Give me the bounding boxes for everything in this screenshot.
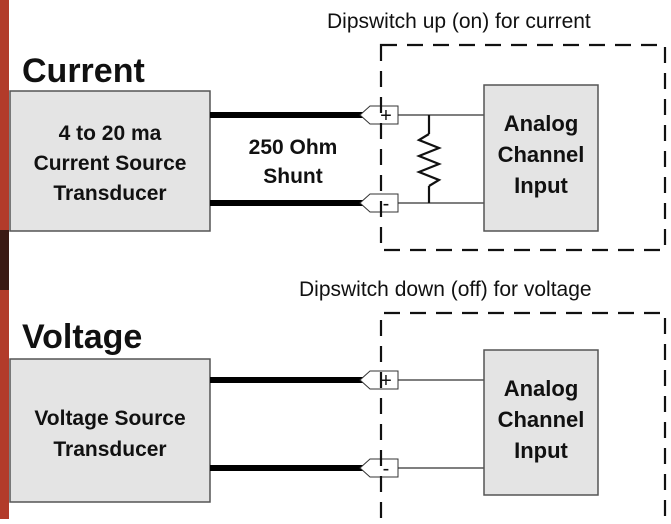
voltage-channel-line-1: Analog	[504, 376, 579, 401]
voltage-source-box	[9, 358, 211, 503]
current-minus-terminal: -	[359, 193, 399, 215]
voltage-dipswitch-note: Dipswitch down (off) for voltage	[299, 278, 592, 301]
svg-text:-: -	[383, 193, 390, 215]
current-dipswitch-note: Dipswitch up (on) for current	[327, 10, 591, 33]
current-source-line-3: Transducer	[53, 182, 166, 205]
current-channel-box	[483, 84, 599, 232]
svg-text:+: +	[380, 105, 392, 127]
current-plus-terminal: +	[359, 105, 399, 127]
voltage-source-line-1: Voltage Source	[34, 407, 185, 430]
voltage-source-line-2: Transducer	[53, 438, 166, 461]
voltage-plus-terminal: +	[359, 370, 399, 392]
voltage-channel-box	[483, 349, 599, 496]
voltage-channel-line-3: Input	[514, 438, 568, 463]
shunt-resistor	[416, 115, 442, 203]
current-dipswitch-enclosure	[379, 43, 667, 252]
voltage-heading: Voltage	[22, 318, 142, 356]
shunt-label-line-1: 250 Ohm	[249, 136, 338, 159]
current-source-line-1: 4 to 20 ma	[59, 122, 162, 145]
current-source-box	[9, 90, 211, 232]
left-edge-strip-dark	[0, 230, 9, 290]
current-channel-line-2: Channel	[498, 142, 585, 167]
current-channel-line-1: Analog	[504, 111, 579, 136]
voltage-dipswitch-enclosure	[379, 311, 667, 518]
shunt-label-line-2: Shunt	[263, 165, 322, 188]
current-heading: Current	[22, 52, 145, 90]
voltage-minus-terminal: -	[359, 458, 399, 480]
svg-text:+: +	[380, 370, 392, 392]
svg-text:-: -	[383, 458, 390, 480]
current-source-line-2: Current Source	[34, 152, 187, 175]
voltage-channel-line-2: Channel	[498, 407, 585, 432]
current-channel-line-3: Input	[514, 173, 568, 198]
